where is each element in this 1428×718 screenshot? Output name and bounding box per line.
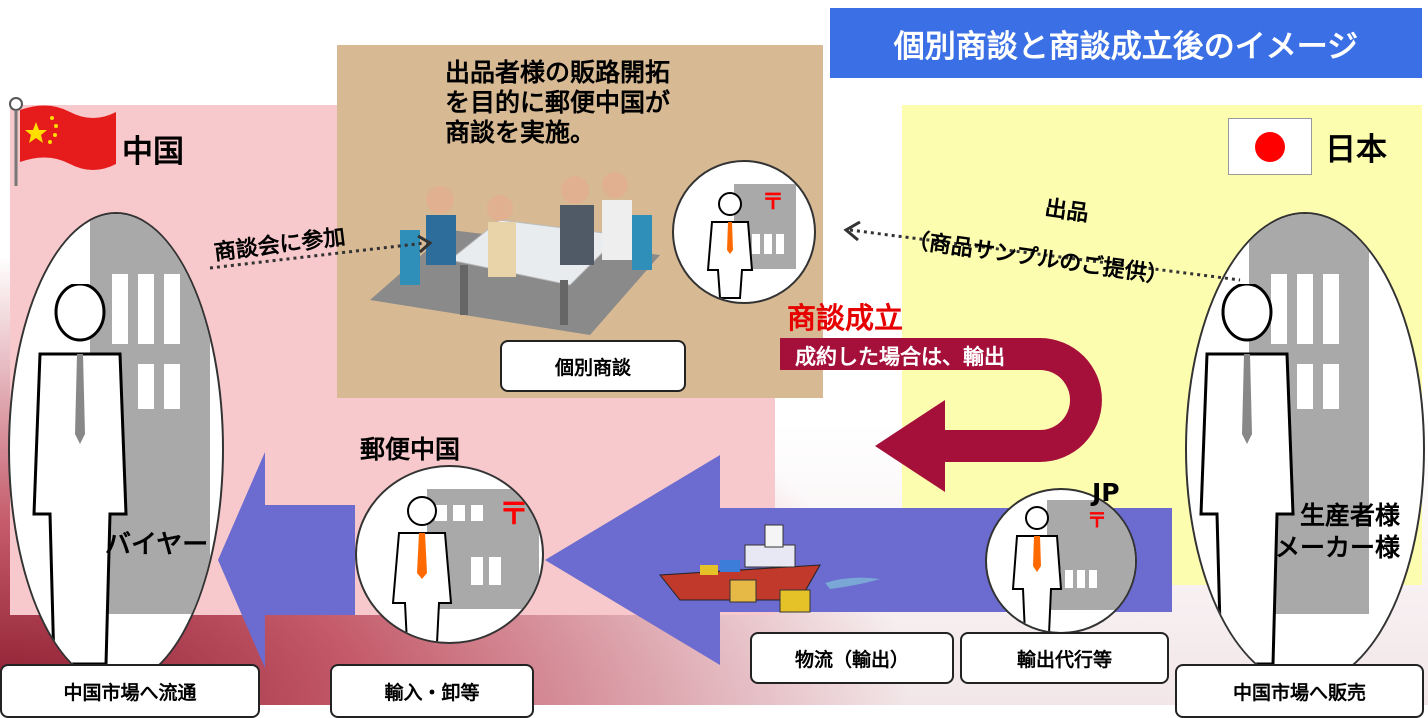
- diagram-title: 個別商談と商談成立後のイメージ: [830, 8, 1422, 78]
- producer-line-1: 生産者様: [1300, 501, 1401, 530]
- post-mark-icon-jp: 〒: [1087, 508, 1107, 532]
- buyer-label: バイヤー: [105, 530, 209, 560]
- post-china-bubble: 〒: [355, 465, 544, 644]
- import-label: 輸入・卸等: [330, 664, 534, 718]
- listing-label-1: 出品: [1043, 196, 1091, 227]
- china-label: 中国: [122, 134, 184, 170]
- meeting-description: 出品者様の販路開拓 を目的に郵便中国が 商談を実施。: [445, 58, 670, 148]
- ship-icon: [650, 505, 890, 625]
- post-mark-icon: 〒: [762, 190, 785, 215]
- distribution-flow-arrow: [218, 452, 355, 668]
- producer-bubble: [1185, 212, 1425, 686]
- china-market-label: 中国市場へ流通: [0, 664, 260, 718]
- meeting-line-2: を目的に郵便中国が: [445, 88, 671, 117]
- meeting-label: 個別商談: [500, 340, 686, 392]
- deal-done-label: 商談成立: [787, 301, 904, 335]
- buyer-bubble: [8, 212, 224, 686]
- post-mark-icon-bottom: 〒: [499, 497, 529, 532]
- meeting-illustration: [360, 160, 670, 340]
- japan-flag-icon: [1228, 118, 1312, 175]
- post-china-bubble-meeting: 〒: [672, 160, 816, 304]
- export-if-deal-label: 成約した場合は、輸出: [795, 345, 1005, 369]
- logistics-label: 物流（輸出）: [750, 632, 954, 684]
- meeting-line-1: 出品者様の販路開拓: [445, 58, 671, 87]
- producer-line-2: メーカー様: [1275, 533, 1401, 562]
- meeting-line-3: 商談を実施。: [445, 118, 596, 147]
- producer-label: 生産者様 メーカー様: [1275, 500, 1400, 564]
- jp-label: JP: [1092, 478, 1120, 507]
- deal-u-arrow: [780, 338, 1102, 492]
- export-agent-bubble: 〒: [985, 488, 1137, 634]
- export-agent-label: 輸出代行等: [960, 632, 1169, 684]
- japan-label: 日本: [1325, 132, 1387, 168]
- export-flow-arrow: [545, 455, 1172, 665]
- post-china-label: 郵便中国: [360, 435, 461, 464]
- sell-china-label: 中国市場へ販売: [1175, 664, 1424, 718]
- china-flag-icon: [8, 96, 118, 186]
